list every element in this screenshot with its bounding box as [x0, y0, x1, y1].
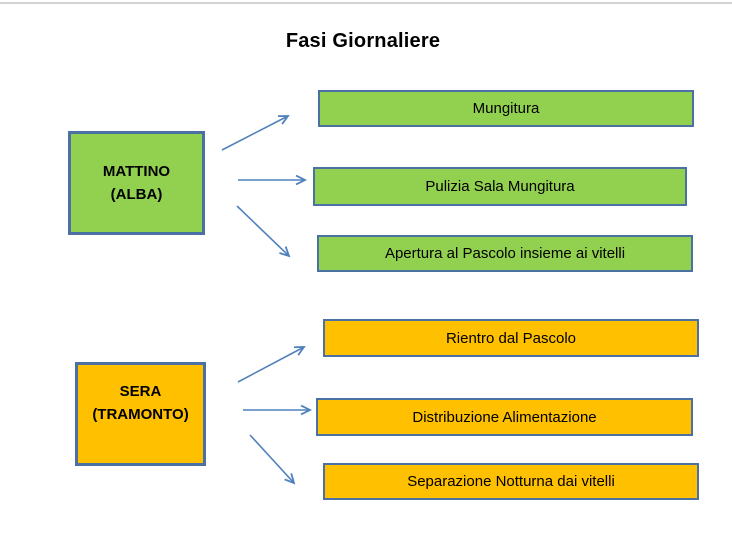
- arrow-evening-to-task3: [249, 434, 294, 483]
- phase-morning-label-line2: (ALBA): [110, 186, 163, 203]
- phase-evening-label-line1: SERA: [119, 383, 162, 400]
- arrow-evening-to-task1: [237, 347, 304, 383]
- phase-node-morning: MATTINO (ALBA): [68, 131, 205, 235]
- phase-morning-label-line1: MATTINO: [102, 163, 171, 180]
- task-node-mungitura: Mungitura: [318, 90, 694, 127]
- top-divider-line: [0, 2, 732, 4]
- diagram-title: Fasi Giornaliere: [285, 30, 441, 52]
- phase-node-evening: SERA (TRAMONTO): [75, 362, 206, 466]
- task-node-distribuzione-alimentazione: Distribuzione Alimentazione: [316, 398, 693, 436]
- arrow-morning-to-task1: [221, 116, 288, 151]
- task-node-apertura-al-pascolo: Apertura al Pascolo insieme ai vitelli: [317, 235, 693, 272]
- phase-evening-label-line2: (TRAMONTO): [92, 406, 189, 423]
- arrow-morning-to-task3: [236, 205, 289, 256]
- task-node-separazione-notturna: Separazione Notturna dai vitelli: [323, 463, 699, 500]
- task-node-rientro-dal-pascolo: Rientro dal Pascolo: [323, 319, 699, 357]
- task-node-pulizia-sala-mungitura: Pulizia Sala Mungitura: [313, 167, 687, 206]
